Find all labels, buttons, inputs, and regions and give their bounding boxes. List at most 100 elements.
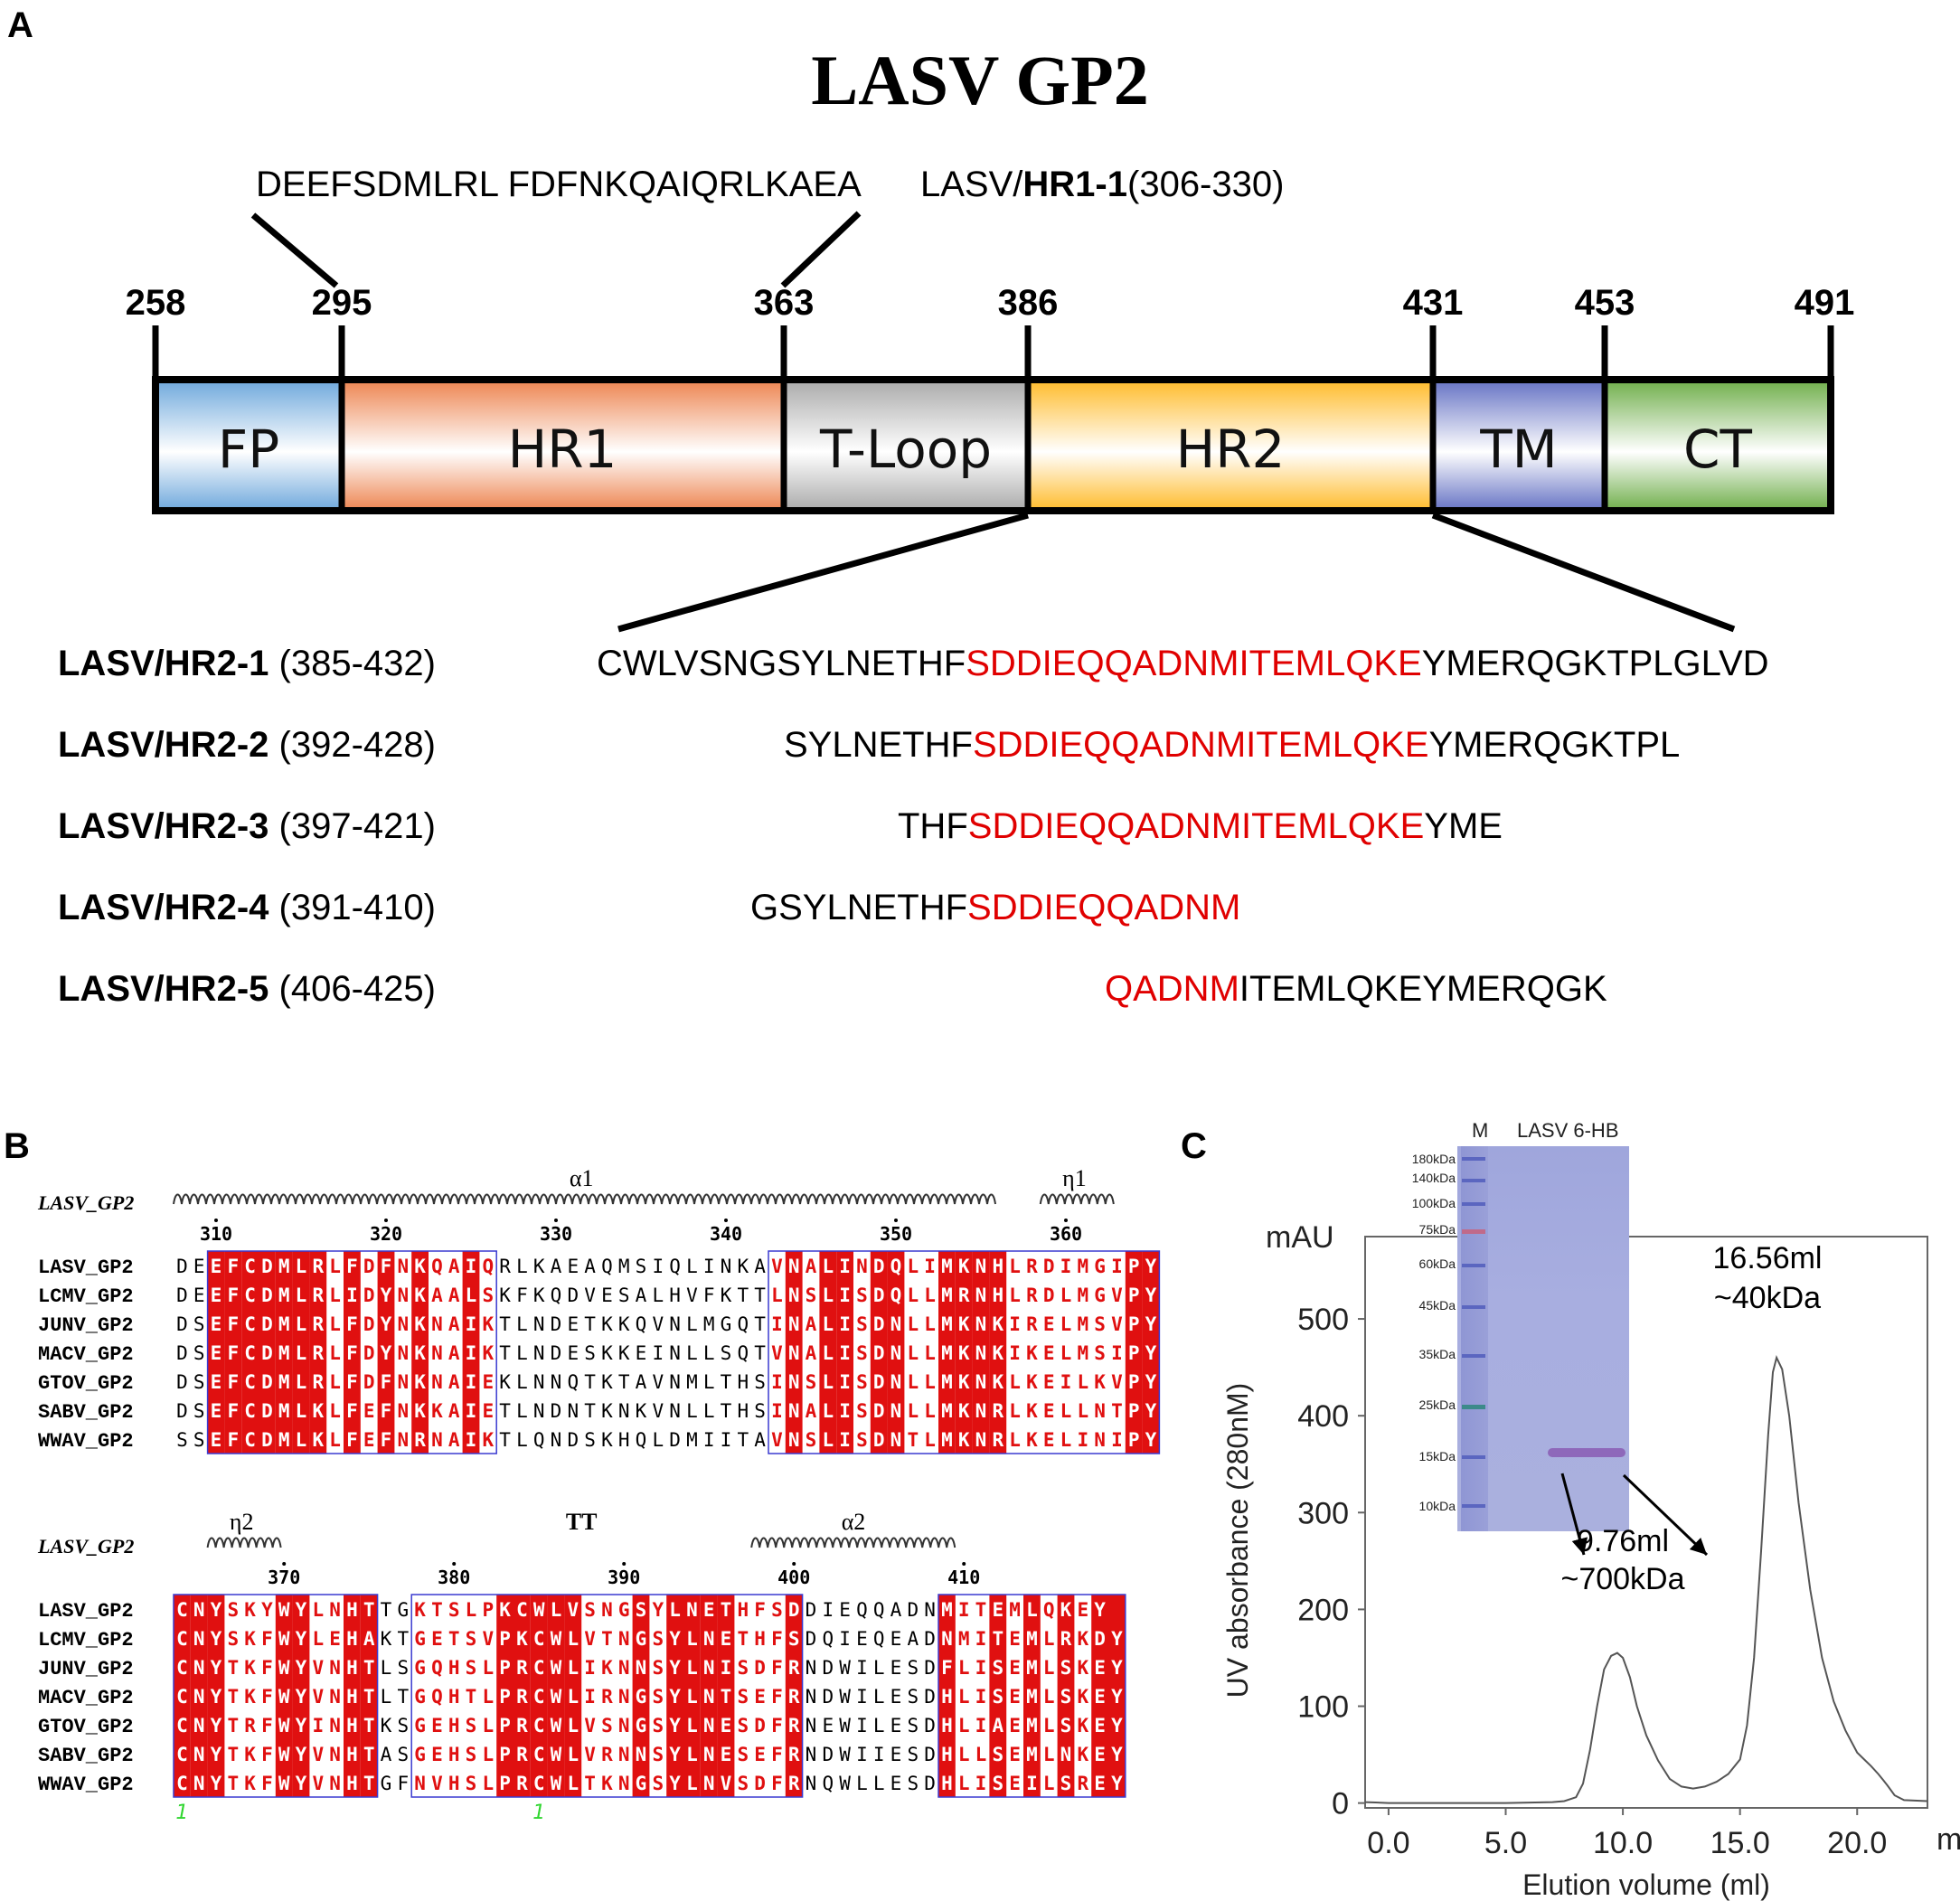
residue: L: [907, 1400, 919, 1422]
residue: T: [363, 1686, 375, 1708]
residue: L: [686, 1313, 698, 1335]
residue: G: [1094, 1256, 1106, 1277]
conserved-column: [700, 1595, 718, 1797]
residue: D: [261, 1429, 273, 1451]
gel-marker-label: 25kDa: [1418, 1398, 1456, 1412]
y-unit-label: mAU: [1266, 1220, 1334, 1255]
residue: Y: [381, 1313, 392, 1335]
residue: T: [584, 1773, 596, 1794]
residue: L: [873, 1657, 885, 1679]
residue: Y: [1111, 1744, 1123, 1765]
residue: L: [516, 1371, 528, 1393]
residue: L: [958, 1744, 970, 1765]
residue: N: [618, 1773, 630, 1794]
residue: M: [1026, 1686, 1038, 1708]
residue: L: [907, 1313, 919, 1335]
residue: L: [1009, 1285, 1021, 1306]
alignment-row-name: MACV_GP2: [38, 1343, 134, 1366]
conserved-column: [666, 1595, 683, 1797]
residue: M: [278, 1285, 290, 1306]
domain-label-hr2: HR2: [1176, 419, 1286, 480]
residue: T: [584, 1371, 596, 1393]
residue: L: [822, 1313, 834, 1335]
residue: L: [924, 1285, 936, 1306]
residue: E: [1043, 1342, 1055, 1364]
x-tick-label: 0.0: [1367, 1826, 1409, 1860]
conserved-column: [530, 1595, 548, 1797]
residue: E: [601, 1285, 613, 1306]
residue: N: [618, 1744, 630, 1765]
residue: F: [941, 1657, 953, 1679]
residue: E: [1077, 1599, 1088, 1621]
residue: C: [533, 1657, 545, 1679]
residue: M: [278, 1342, 290, 1364]
residue: M: [941, 1400, 953, 1422]
residue: T: [499, 1342, 511, 1364]
residue: I: [975, 1686, 987, 1708]
residue: R: [958, 1285, 970, 1306]
alignment-row-name: WWAV_GP2: [38, 1430, 134, 1453]
residue: W: [278, 1715, 290, 1736]
residue: L: [1060, 1400, 1072, 1422]
residue: Y: [296, 1628, 307, 1650]
conserved-column: [496, 1595, 514, 1797]
residue: S: [1094, 1313, 1106, 1335]
residue: L: [1060, 1313, 1072, 1335]
alignment-row-name: JUNV_GP2: [38, 1658, 134, 1680]
peak1-annotation: 9.76ml ~700kDa: [1537, 1522, 1709, 1598]
structure-label: TT: [566, 1509, 598, 1535]
residue: L: [856, 1773, 868, 1794]
similarity-box: [938, 1594, 1126, 1798]
conserved-column: [989, 1595, 1007, 1797]
residue: L: [516, 1342, 528, 1364]
conserved-column: [955, 1251, 973, 1454]
residue: I: [703, 1256, 715, 1277]
residue: R: [516, 1657, 528, 1679]
residue: Y: [296, 1715, 307, 1736]
residue: Y: [1111, 1715, 1123, 1736]
residue: L: [296, 1400, 307, 1422]
residue: V: [584, 1628, 596, 1650]
residue: T: [227, 1744, 239, 1765]
x-axis-title: Elution volume (ml): [1522, 1868, 1770, 1901]
residue: W: [278, 1744, 290, 1765]
residue: L: [1043, 1715, 1055, 1736]
residue: R: [1026, 1256, 1038, 1277]
residue: S: [176, 1429, 188, 1451]
residue: I: [856, 1715, 868, 1736]
gp2-title: LASV GP2: [811, 41, 1149, 119]
residue: Y: [1145, 1429, 1157, 1451]
residue: L: [822, 1285, 834, 1306]
residue: L: [873, 1715, 885, 1736]
residue: I: [1077, 1429, 1088, 1451]
residue: F: [261, 1628, 273, 1650]
residue: F: [346, 1256, 358, 1277]
residue: C: [244, 1371, 256, 1393]
residue: H: [941, 1744, 953, 1765]
residue: Q: [856, 1599, 868, 1621]
residue: K: [737, 1256, 749, 1277]
residue: V: [652, 1400, 664, 1422]
conserved-column: [785, 1251, 803, 1454]
residue: E: [482, 1400, 494, 1422]
residue: M: [686, 1371, 698, 1393]
residue: W: [533, 1599, 545, 1621]
residue: W: [278, 1599, 290, 1621]
residue: V: [721, 1773, 732, 1794]
residue: C: [176, 1773, 188, 1794]
residue: N: [193, 1599, 205, 1621]
residue: E: [567, 1313, 579, 1335]
residue: N: [890, 1371, 902, 1393]
residue: F: [346, 1429, 358, 1451]
residue: L: [1009, 1400, 1021, 1422]
residue: R: [312, 1342, 324, 1364]
residue: N: [397, 1429, 409, 1451]
gel-marker-label: 15kDa: [1418, 1449, 1456, 1463]
residue: W: [839, 1744, 851, 1765]
conserved-column: [259, 1251, 276, 1454]
ruler-label: 390: [608, 1567, 640, 1588]
residue: C: [244, 1256, 256, 1277]
structure-ref-label: LASV_GP2: [37, 1535, 134, 1558]
residue: F: [227, 1342, 239, 1364]
